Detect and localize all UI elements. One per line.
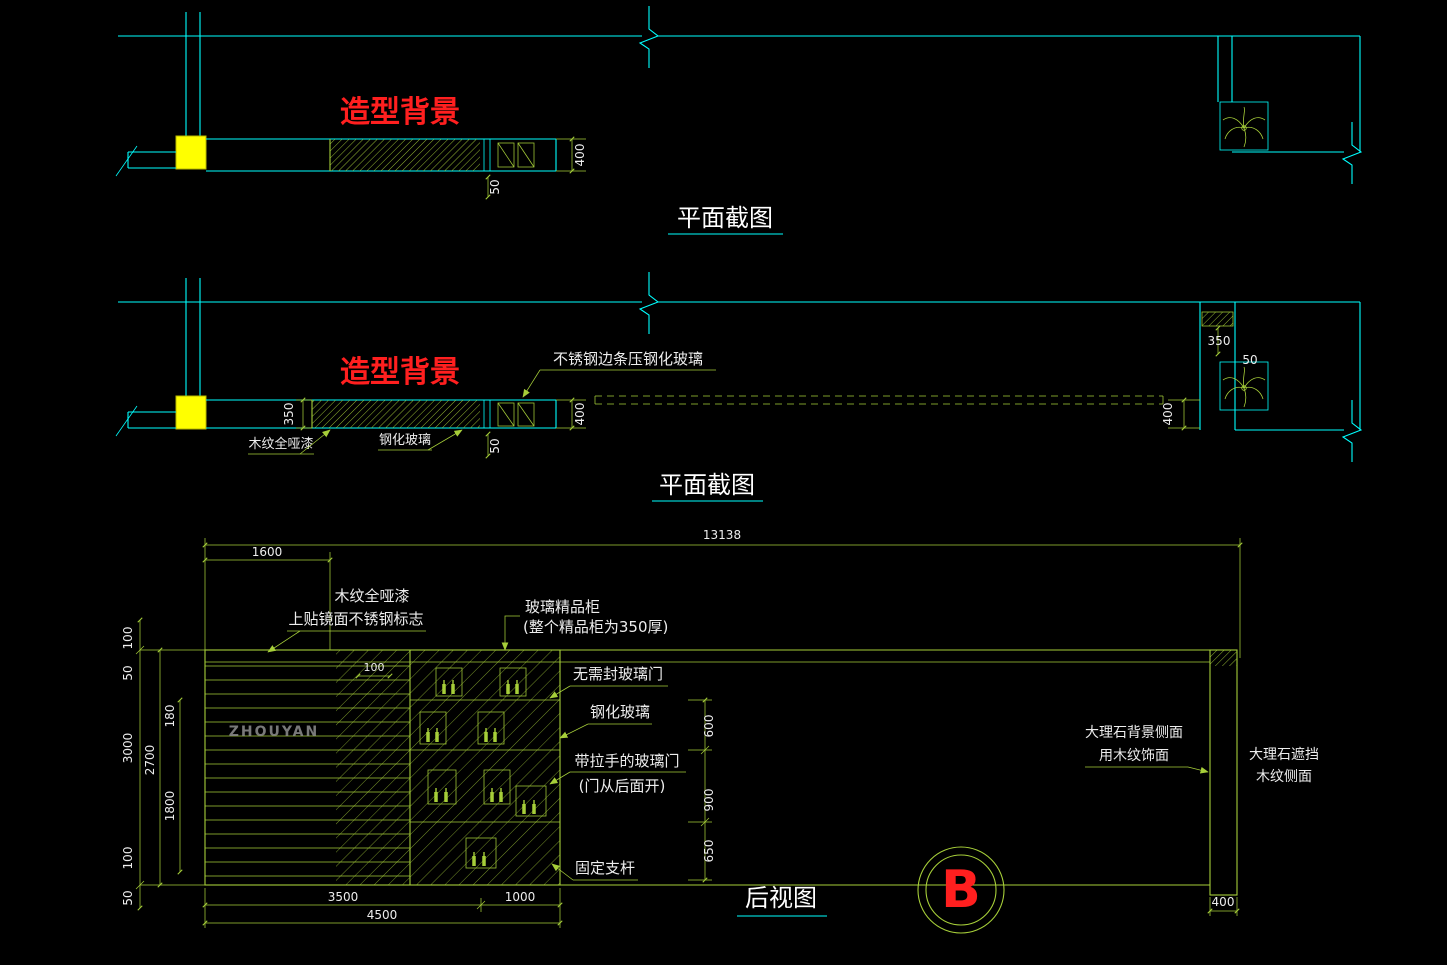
elevation-top-dimensions: 13138 1600 [202, 528, 1243, 658]
column-hatch [1210, 650, 1237, 666]
watermark-text: ZHOUYAN [229, 724, 320, 740]
handle-door-note: 带拉手的玻璃门 [574, 752, 679, 770]
dim-900-label: 900 [702, 789, 716, 812]
dim-50-top-label: 50 [121, 665, 135, 680]
break-line-icon [1342, 121, 1362, 185]
dim-350-label: 350 [282, 403, 296, 426]
wall-hatch [1201, 311, 1234, 327]
plan-b-title: 平面截图 [652, 471, 763, 502]
dim-total-label: 13138 [703, 528, 741, 542]
marble-back-note-1: 大理石背景侧面 [1085, 725, 1183, 741]
glass-cabinet-note-1: 玻璃精品柜 [525, 598, 600, 616]
hatch-band [312, 400, 480, 428]
dim-50-bottom-label: 50 [121, 890, 135, 905]
dim-350-right-label: 350 [1208, 334, 1231, 348]
no-seal-door-note: 无需封玻璃门 [573, 665, 663, 683]
plan-section-a: 400 50 造型背景 平面截图 [115, 5, 1362, 235]
planter-box [1219, 101, 1269, 151]
dim-100-top-label: 100 [121, 627, 135, 650]
column-highlight [175, 135, 207, 170]
tempered-glass-note: 钢化玻璃 [590, 703, 650, 721]
dim-50-label: 50 [488, 179, 502, 194]
plan-b-geometry [115, 271, 1362, 463]
dim-100-inner-label: 100 [364, 661, 385, 674]
elevation-right-dimensions: 600 900 650 [688, 697, 716, 883]
dim-100-bottom-label: 100 [121, 847, 135, 870]
dim-3000-label: 3000 [121, 733, 135, 764]
elevation-inner-dim: 100 [355, 661, 393, 679]
fixed-rod-note: 固定支杆 [575, 859, 635, 877]
dim-400-column-label: 400 [1212, 895, 1235, 909]
wood-matte-note: 木纹全哑漆 [334, 587, 409, 605]
planter-box [1219, 361, 1269, 411]
elevation-left-dimensions: 100 50 3000 100 50 2700 180 1800 [121, 617, 205, 911]
dim-4500-label: 4500 [367, 908, 398, 922]
plant-icon [1222, 106, 1266, 148]
marble-shield-note-1: 大理石遮挡 [1249, 747, 1319, 763]
plan-section-b: 350 400 50 350 50 400 不锈钢边条压钢化玻璃 木纹全哑漆 钢… [115, 271, 1362, 502]
section-title: 后视图 [745, 884, 817, 912]
dim-1800-label: 1800 [163, 791, 177, 822]
marble-shield-note-2: 木纹侧面 [1256, 769, 1312, 785]
dim-50-right-label: 50 [1242, 353, 1257, 367]
dim-3500-label: 3500 [328, 890, 359, 904]
marble-back-note-2: 用木纹饰面 [1099, 748, 1169, 764]
plan-b-annotations: 不锈钢边条压钢化玻璃 木纹全哑漆 钢化玻璃 [248, 350, 716, 455]
dim-180-label: 180 [163, 705, 177, 728]
dim-2700-label: 2700 [143, 745, 157, 776]
break-line-icon [1342, 399, 1362, 463]
dim-600-label: 600 [702, 715, 716, 738]
break-line-icon [639, 5, 659, 69]
elevation-annotations: 木纹全哑漆 上贴镜面不锈钢标志 玻璃精品柜 (整个精品柜为350厚) 无需封玻璃… [267, 587, 1319, 881]
tempered-glass-note: 钢化玻璃 [379, 433, 431, 448]
break-line-icon [639, 271, 659, 335]
feature-label-red: 造型背景 [340, 95, 460, 130]
wood-matte-note: 木纹全哑漆 [248, 436, 313, 452]
section-title: 平面截图 [677, 204, 773, 232]
mirror-logo-note: 上贴镜面不锈钢标志 [288, 610, 423, 628]
column-highlight [175, 395, 207, 430]
dim-400-right-label: 400 [1161, 403, 1175, 426]
elevation-geometry: ZHOUYAN [204, 649, 1238, 896]
dim-400-label: 400 [573, 403, 587, 426]
detail-marker-letter: B [941, 860, 981, 920]
section-title: 平面截图 [659, 471, 755, 499]
plant-icon [1222, 366, 1266, 408]
glass-cabinet-note-2: (整个精品柜为350厚) [523, 618, 668, 636]
steel-edge-note: 不锈钢边条压钢化玻璃 [553, 350, 703, 368]
dim-1000-label: 1000 [505, 890, 536, 904]
plan-a-geometry [115, 5, 1362, 185]
dim-400-label: 400 [573, 144, 587, 167]
plan-a-dimensions: 400 50 [485, 136, 587, 200]
plan-a-title: 平面截图 [668, 204, 783, 235]
elevation-hatch [336, 650, 560, 885]
elevation-bottom-dimensions: 3500 1000 4500 400 [202, 888, 1240, 928]
side-column [1209, 649, 1238, 896]
door-back-note: (门从后面开) [579, 777, 666, 795]
elevation-title: 后视图 [737, 884, 827, 917]
detail-marker-b: B [917, 846, 1005, 934]
display-niches [419, 667, 547, 869]
feature-label-red: 造型背景 [340, 355, 460, 390]
dim-1600-label: 1600 [252, 545, 283, 559]
dim-50-label: 50 [488, 438, 502, 453]
dim-650-label: 650 [702, 840, 716, 863]
hatch-band [330, 139, 480, 171]
plan-b-dimensions: 350 400 50 350 50 400 [282, 325, 1258, 459]
rear-elevation: 13138 1600 100 50 3000 100 50 2700 180 1… [121, 528, 1319, 934]
